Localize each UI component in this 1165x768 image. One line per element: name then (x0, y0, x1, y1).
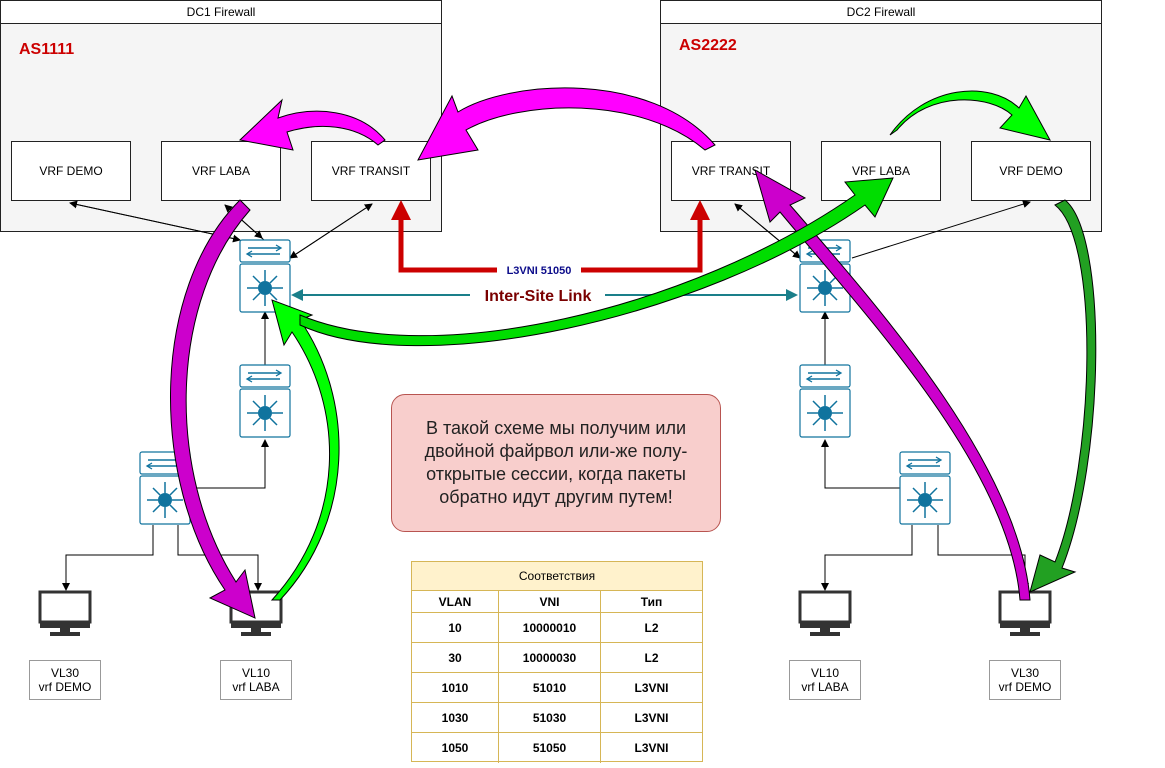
mapping-table: Соответствия VLAN VNI Тип 10 10000010 L2… (411, 561, 703, 763)
table-cell: L3VNI (634, 741, 669, 755)
table-row: 1050 51050 L3VNI (412, 733, 702, 763)
dc1-host-b-label: VL10 vrf LABA (220, 660, 292, 700)
dc1-host-b-vlan: VL10 (241, 666, 271, 680)
table-row: 30 10000030 L2 (412, 643, 702, 673)
table-cell: 51010 (499, 673, 601, 702)
dc2-host-b-vlan: VL30 (1010, 666, 1040, 680)
dc2-host-b-label: VL30 vrf DEMO (989, 660, 1061, 700)
inter-site-label: Inter-Site Link (485, 288, 592, 305)
dc2-vrf-demo[interactable]: VRF DEMO (971, 141, 1091, 201)
dc1-host-a-vlan: VL30 (50, 666, 80, 680)
dc1-vrf-transit[interactable]: VRF TRANSIT (311, 141, 431, 201)
dc1-firewall: DC1 Firewall AS1111 VRF DEMO VRF LABA VR… (0, 0, 442, 232)
dc2-host-vl10[interactable] (798, 590, 852, 638)
table-cell: L3VNI (634, 680, 669, 695)
table-cell: L3VNI (634, 710, 669, 725)
table-cell: 10 (412, 613, 499, 642)
table-cell: 51050 (499, 733, 601, 763)
table-cell: L2 (644, 650, 659, 665)
green-flow (270, 90, 1097, 601)
table-header-row: VLAN VNI Тип (412, 591, 702, 613)
table-title: Соответствия (412, 562, 702, 591)
table-cell: 30 (412, 643, 499, 672)
note-callout: В такой схеме мы получим или двойной фай… (391, 394, 721, 532)
table-cell: 10000010 (499, 613, 601, 642)
dc2-access-switch[interactable] (899, 451, 951, 525)
l3vni-label: L3VNI 51050 (507, 265, 572, 277)
dc2-host-a-vlan: VL10 (810, 666, 840, 680)
note-text: В такой схеме мы получим или двойной фай… (424, 418, 688, 507)
dc1-spine-switch[interactable] (239, 239, 291, 313)
dc2-asn: AS2222 (679, 37, 737, 54)
table-header-vlan: VLAN (412, 591, 499, 612)
dc1-host-b-vrf: vrf LABA (232, 680, 280, 694)
dc1-leaf-switch[interactable] (239, 364, 291, 438)
table-cell: 1050 (412, 733, 499, 763)
inter-site-link (291, 285, 798, 305)
dc2-leaf-switch[interactable] (799, 364, 851, 438)
table-cell: 1010 (412, 673, 499, 702)
dc2-connectors (734, 200, 1031, 591)
magenta-flow (170, 87, 1031, 619)
table-row: 1010 51010 L3VNI (412, 673, 702, 703)
dc1-vrf-laba[interactable]: VRF LABA (161, 141, 281, 201)
l3vni-path (391, 200, 710, 277)
table-row: 10 10000010 L2 (412, 613, 702, 643)
table-cell: 10000030 (499, 643, 601, 672)
table-row: 1030 51030 L3VNI (412, 703, 702, 733)
dc2-host-a-vrf: vrf LABA (801, 680, 849, 694)
dc2-firewall-title: DC2 Firewall (661, 1, 1101, 24)
dc1-host-a-label: VL30 vrf DEMO (29, 660, 101, 700)
dc1-vrf-demo[interactable]: VRF DEMO (11, 141, 131, 201)
dc1-firewall-title: DC1 Firewall (1, 1, 441, 24)
dc2-host-b-vrf: vrf DEMO (998, 680, 1052, 694)
table-cell: L2 (644, 620, 659, 635)
table-cell: 51030 (499, 703, 601, 732)
table-cell: 1030 (412, 703, 499, 732)
dc1-host-a-vrf: vrf DEMO (38, 680, 92, 694)
table-header-type: Тип (640, 594, 663, 609)
table-header-vni: VNI (499, 591, 601, 612)
dc1-asn: AS1111 (19, 41, 75, 58)
dc1-host-vl30[interactable] (38, 590, 92, 638)
dc2-host-a-label: VL10 vrf LABA (789, 660, 861, 700)
